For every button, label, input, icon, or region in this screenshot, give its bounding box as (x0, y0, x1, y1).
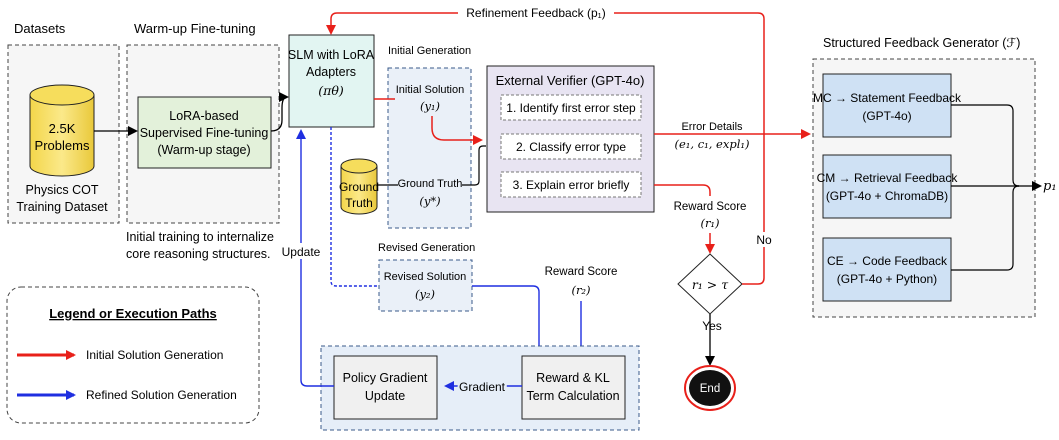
lora-sft-line2: Supervised Fine-tuning (140, 126, 269, 140)
feedback-output-symbol: p₁ (1043, 179, 1057, 194)
initial-generation-container (387, 67, 472, 229)
policy-gradient-line2: Update (365, 389, 405, 403)
dataset-problems-label: Problems (35, 138, 90, 153)
revised-generation-heading: Revised Generation (378, 242, 475, 254)
refinement-label: Refinement Feedback (p₁) (466, 6, 605, 20)
lora-sft-box (137, 96, 272, 169)
error-details-label: Error Details (681, 121, 743, 133)
arrow-revised-to-reward (472, 285, 540, 353)
no-label-bg (753, 232, 775, 247)
reward-kl-line2: Term Calculation (526, 389, 619, 403)
slm-line2: Adapters (306, 65, 356, 79)
decision-yes-label: Yes (702, 319, 722, 333)
datasets-heading: Datasets (14, 21, 66, 36)
reward-kl-line1: Reward & KL (536, 371, 610, 385)
end-label: End (700, 383, 720, 395)
feedback-generator-heading: Structured Feedback Generator (ℱ) (823, 36, 1020, 50)
slm-line1: SLM with LoRA (288, 48, 375, 62)
feedback-merge-lines (951, 104, 1020, 271)
error-details-symbol: (e₁, c₁, expl₁) (674, 137, 749, 151)
slm-box (288, 34, 375, 128)
warmup-note-line1: Initial training to internalize (126, 230, 274, 244)
gradient-label: Gradient (459, 380, 506, 394)
arrow-gt-to-verifier (462, 145, 486, 186)
decision-no-label: No (756, 233, 772, 247)
reward1-symbol: (r₁) (700, 216, 719, 230)
initial-generation-heading: Initial Generation (388, 45, 471, 57)
line-slm-to-revised (330, 127, 379, 287)
retrieval-feedback-line1: CM → Retrieval Feedback (817, 171, 959, 185)
reward-kl-box (521, 355, 626, 420)
code-feedback-line1: CE → Code Feedback (827, 254, 948, 268)
code-feedback-box (822, 237, 952, 302)
slm-policy-symbol: (πθ) (318, 83, 344, 98)
ground-truth-cylinder (340, 158, 378, 215)
update-label: Update (282, 245, 321, 259)
revised-solution-symbol: (y₂) (415, 287, 435, 301)
revised-solution-box (378, 259, 473, 312)
legend-box (6, 286, 260, 424)
dataset-count-label: 2.5K (49, 121, 76, 136)
decision-condition: r₁ > τ (692, 277, 729, 292)
ground-truth-cyl-line1: Ground (339, 180, 379, 194)
ground-truth-label: Ground Truth (398, 178, 463, 190)
lora-sft-line1: LoRA-based (169, 109, 239, 123)
verifier-step-1: 1. Identify first error step (506, 101, 636, 115)
code-feedback-line2: (GPT-4o + Python) (837, 272, 937, 286)
ground-truth-symbol: (y*) (419, 194, 440, 208)
arrow-verifier-to-reward1 (654, 184, 711, 196)
refinement-label-bg (458, 4, 614, 22)
verifier-step-1-box (500, 94, 642, 121)
arrow-sft-to-slm (270, 92, 289, 132)
dataset-caption-line1: Physics COT (26, 183, 99, 197)
dataset-caption-line2: Training Dataset (16, 200, 108, 214)
retrieval-feedback-line2: (GPT-4o + ChromaDB) (826, 189, 948, 203)
arrow-refinement-feedback (326, 12, 765, 285)
verifier-title: External Verifier (GPT-4o) (496, 73, 645, 88)
statement-feedback-line1: MC → Statement Feedback (813, 91, 962, 105)
update-label-bg (282, 243, 322, 259)
initial-solution-label: Initial Solution (396, 84, 465, 96)
statement-feedback-line2: (GPT-4o) (862, 109, 911, 123)
policy-gradient-line1: Policy Gradient (343, 371, 428, 385)
retrieval-feedback-box (822, 154, 952, 219)
ground-truth-cyl-line2: Truth (345, 196, 373, 210)
verifier-step-2-box (500, 133, 642, 160)
revised-solution-label: Revised Solution (384, 271, 467, 283)
verifier-step-3-box (500, 171, 642, 198)
verifier-step-3: 3. Explain error briefly (513, 178, 630, 192)
legend-initial-label: Initial Solution Generation (86, 348, 223, 362)
verifier-step-2: 2. Classify error type (516, 140, 626, 154)
statement-feedback-box (822, 73, 952, 138)
legend-title: Legend or Execution Paths (49, 306, 217, 321)
warmup-heading: Warm-up Fine-tuning (134, 21, 256, 36)
initial-solution-symbol: (y₁) (420, 99, 440, 113)
reward1-label: Reward Score (674, 201, 747, 213)
arrow-initial-to-verifier (431, 116, 483, 145)
policy-gradient-box (333, 355, 438, 420)
lora-sft-line3: (Warm-up stage) (157, 143, 250, 157)
reward2-label: Reward Score (545, 266, 618, 278)
arrow-update-to-slm (296, 129, 334, 387)
dataset-cylinder (29, 84, 95, 177)
reward2-symbol: (r₂) (571, 283, 590, 297)
end-node (684, 365, 736, 411)
warmup-note-line2: core reasoning structures. (126, 247, 271, 261)
legend-refined-label: Refined Solution Generation (86, 388, 237, 402)
